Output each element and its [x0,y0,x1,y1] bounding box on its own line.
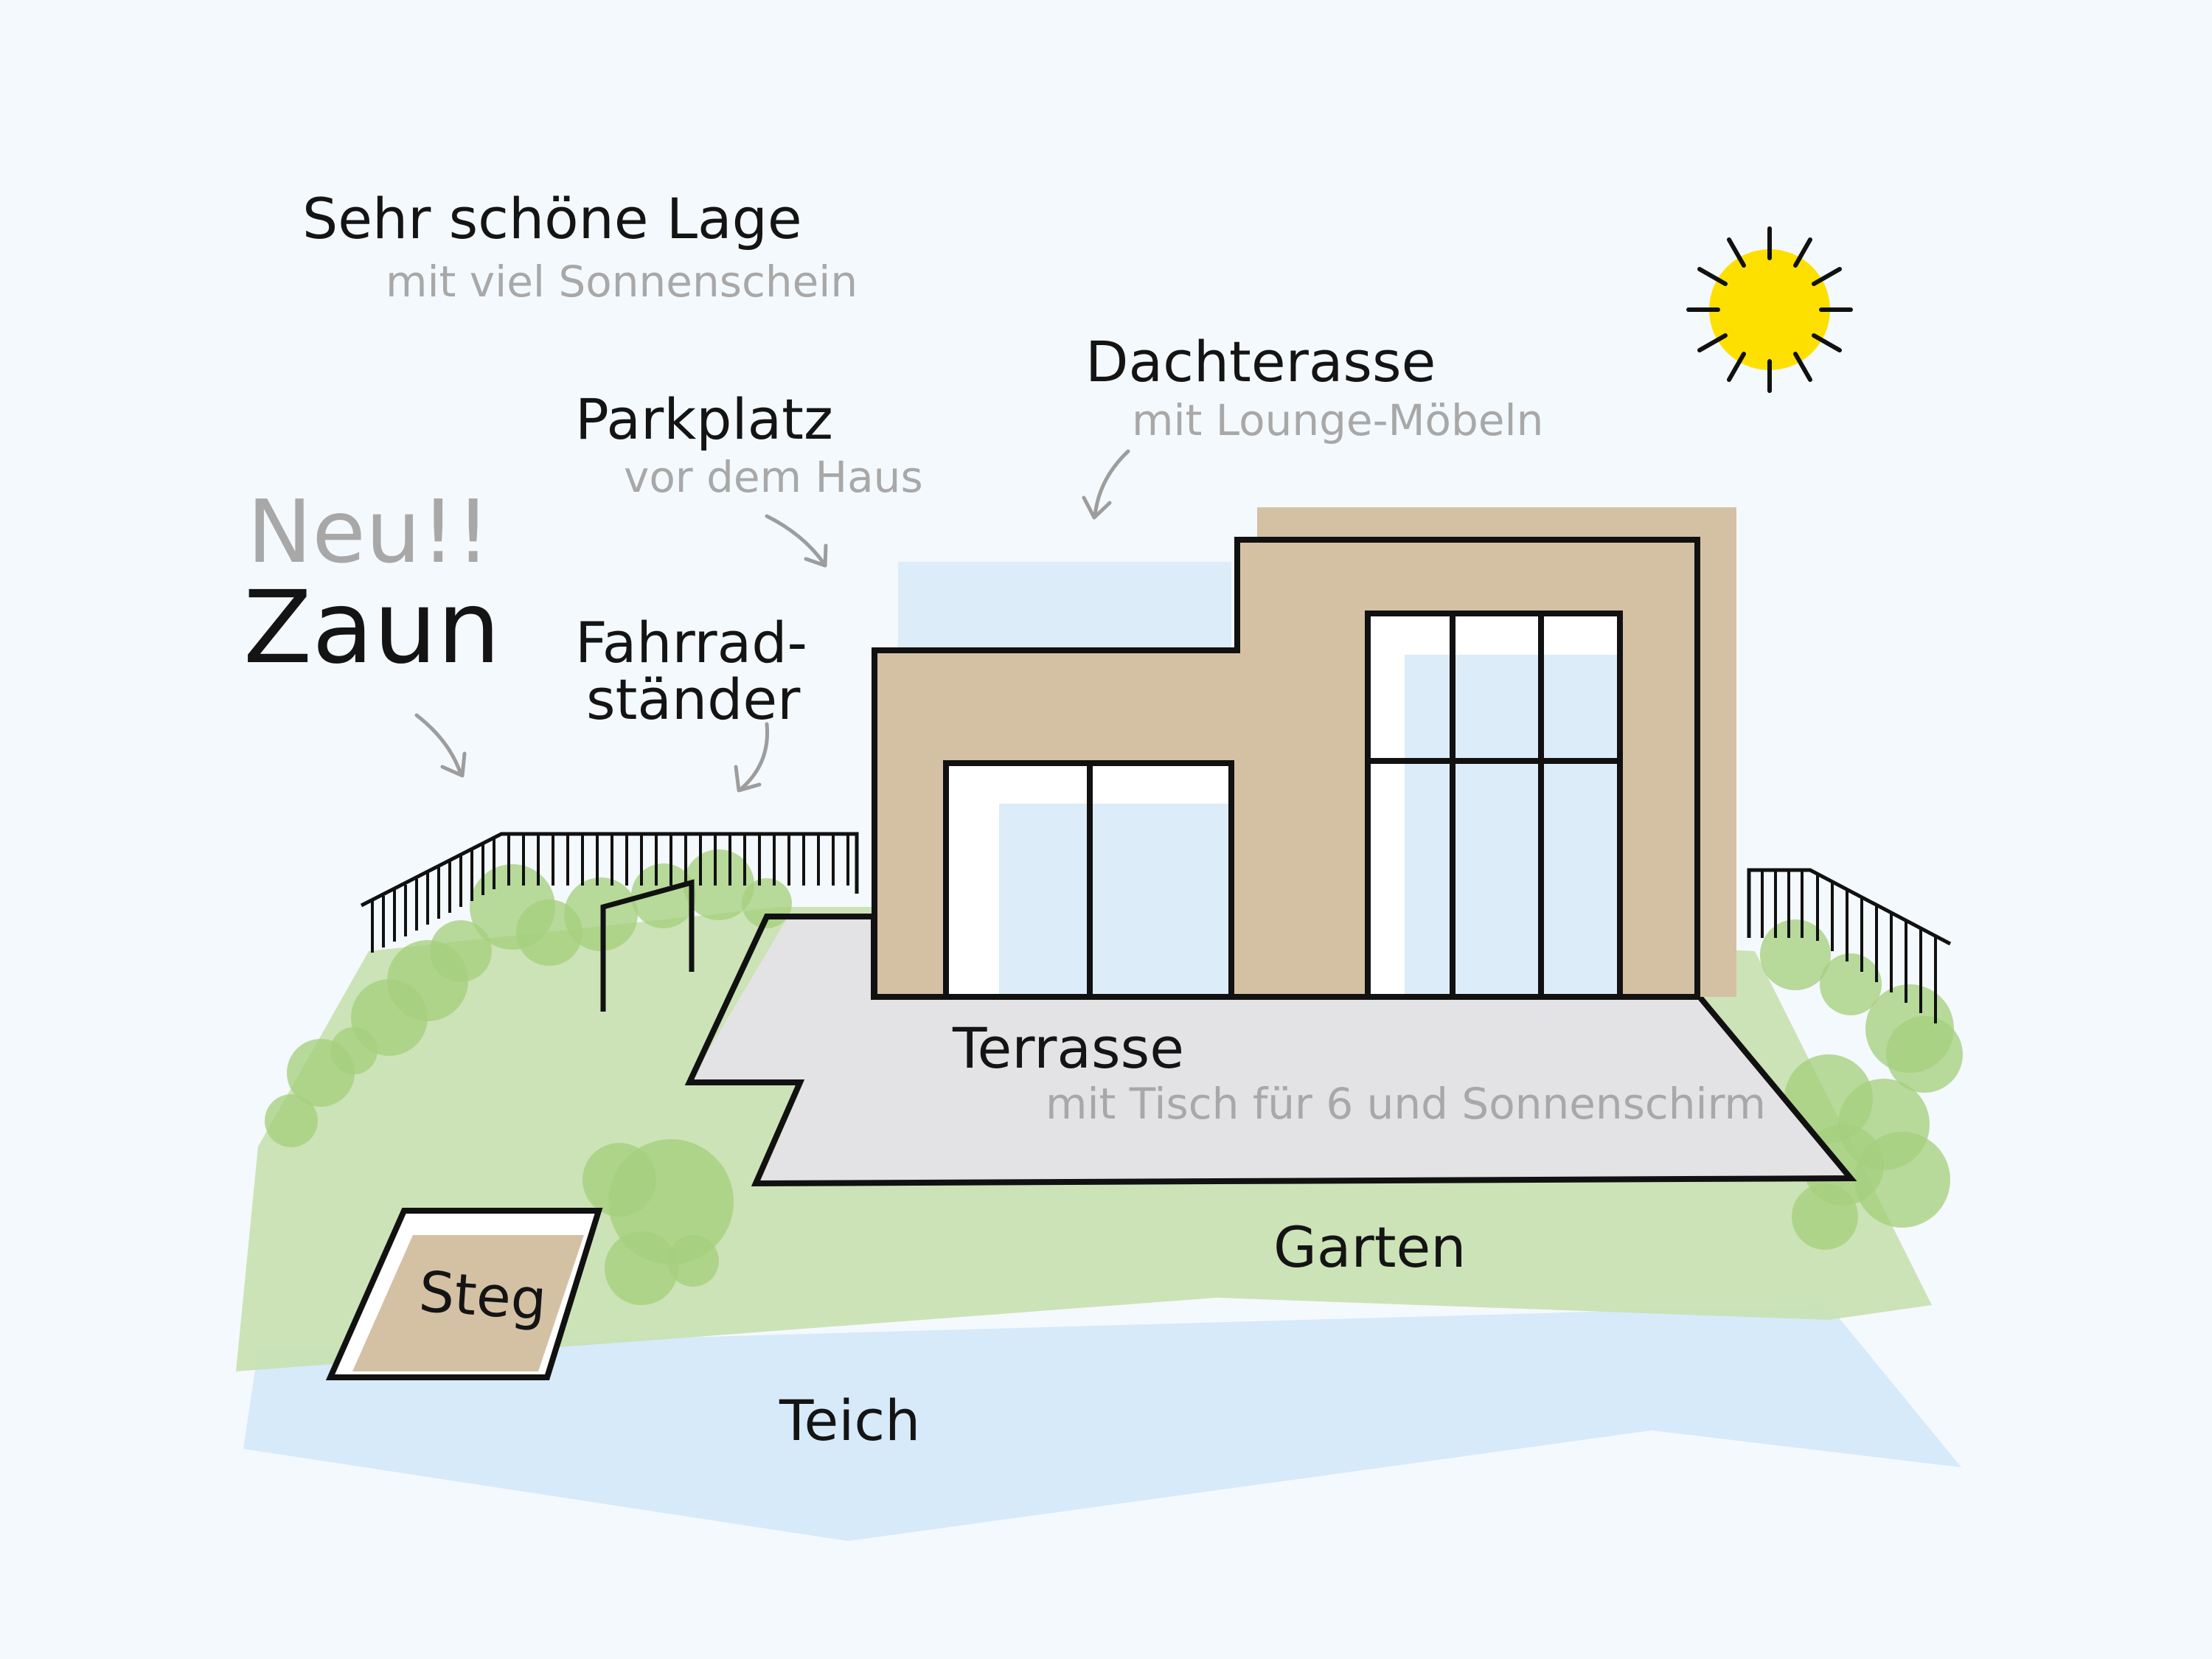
neu-label: Neu!! [247,481,490,582]
curved-arrow-icon [1082,449,1130,520]
sun-ray [1812,333,1842,352]
sun-ray [1697,333,1728,352]
fence-left [360,832,859,953]
sun-ray [1793,352,1812,382]
bush [1760,919,1831,990]
bush [1820,953,1882,1015]
fahrrad-line1: Fahrrad- [575,610,807,675]
bike-stand [600,879,695,1012]
lage-subtitle: mit viel Sonnenschein [386,257,858,307]
window-upper [1365,611,1623,1000]
bush [667,1235,719,1287]
pond [243,1305,1961,1541]
sun-icon [1686,226,1853,393]
steg-label: Steg [417,1259,549,1333]
sun-ray [1812,267,1842,286]
fahrrad-line2: ständer [586,667,801,732]
bush [1792,1183,1858,1250]
roof-terrace-glass [898,562,1231,650]
dachterasse-title: Dachterasse [1085,329,1436,394]
sun-ray [1697,267,1728,286]
fence-right [1747,868,1952,1023]
sun-ray [1727,352,1746,382]
terrace [689,918,1851,1183]
fence-rail [1747,868,1952,946]
curved-arrow-icon [765,514,828,568]
window-upper-glass [1405,655,1620,997]
parkplatz-subtitle: vor dem Haus [624,452,923,502]
dock-deck [352,1235,584,1371]
terrasse-title: Terrasse [952,1015,1184,1081]
bush [631,863,696,928]
dock-outline [325,1208,603,1380]
sun-ray [1727,237,1746,268]
zaun-label: Zaun [243,570,501,686]
bush [605,1231,678,1305]
sun-ray [1793,237,1812,268]
window-lower-glass [999,804,1231,997]
bush [430,920,492,982]
terrasse-subtitle: mit Tisch für 6 und Sonnenschirm [1046,1079,1766,1129]
bush [1886,1016,1963,1093]
sun-disc [1709,249,1830,370]
garten-label: Garten [1273,1214,1466,1280]
teich-label: Teich [779,1388,920,1453]
curved-arrow-icon [734,722,770,793]
house-outline [872,537,1700,1000]
bush [1854,1132,1950,1228]
curved-arrow-icon [414,713,467,778]
parkplatz-title: Parkplatz [575,386,833,452]
fence-rail [360,832,859,908]
lage-title: Sehr schöne Lage [302,186,802,251]
dachterasse-subtitle: mit Lounge-Möbeln [1132,395,1543,445]
bush [265,1094,318,1147]
